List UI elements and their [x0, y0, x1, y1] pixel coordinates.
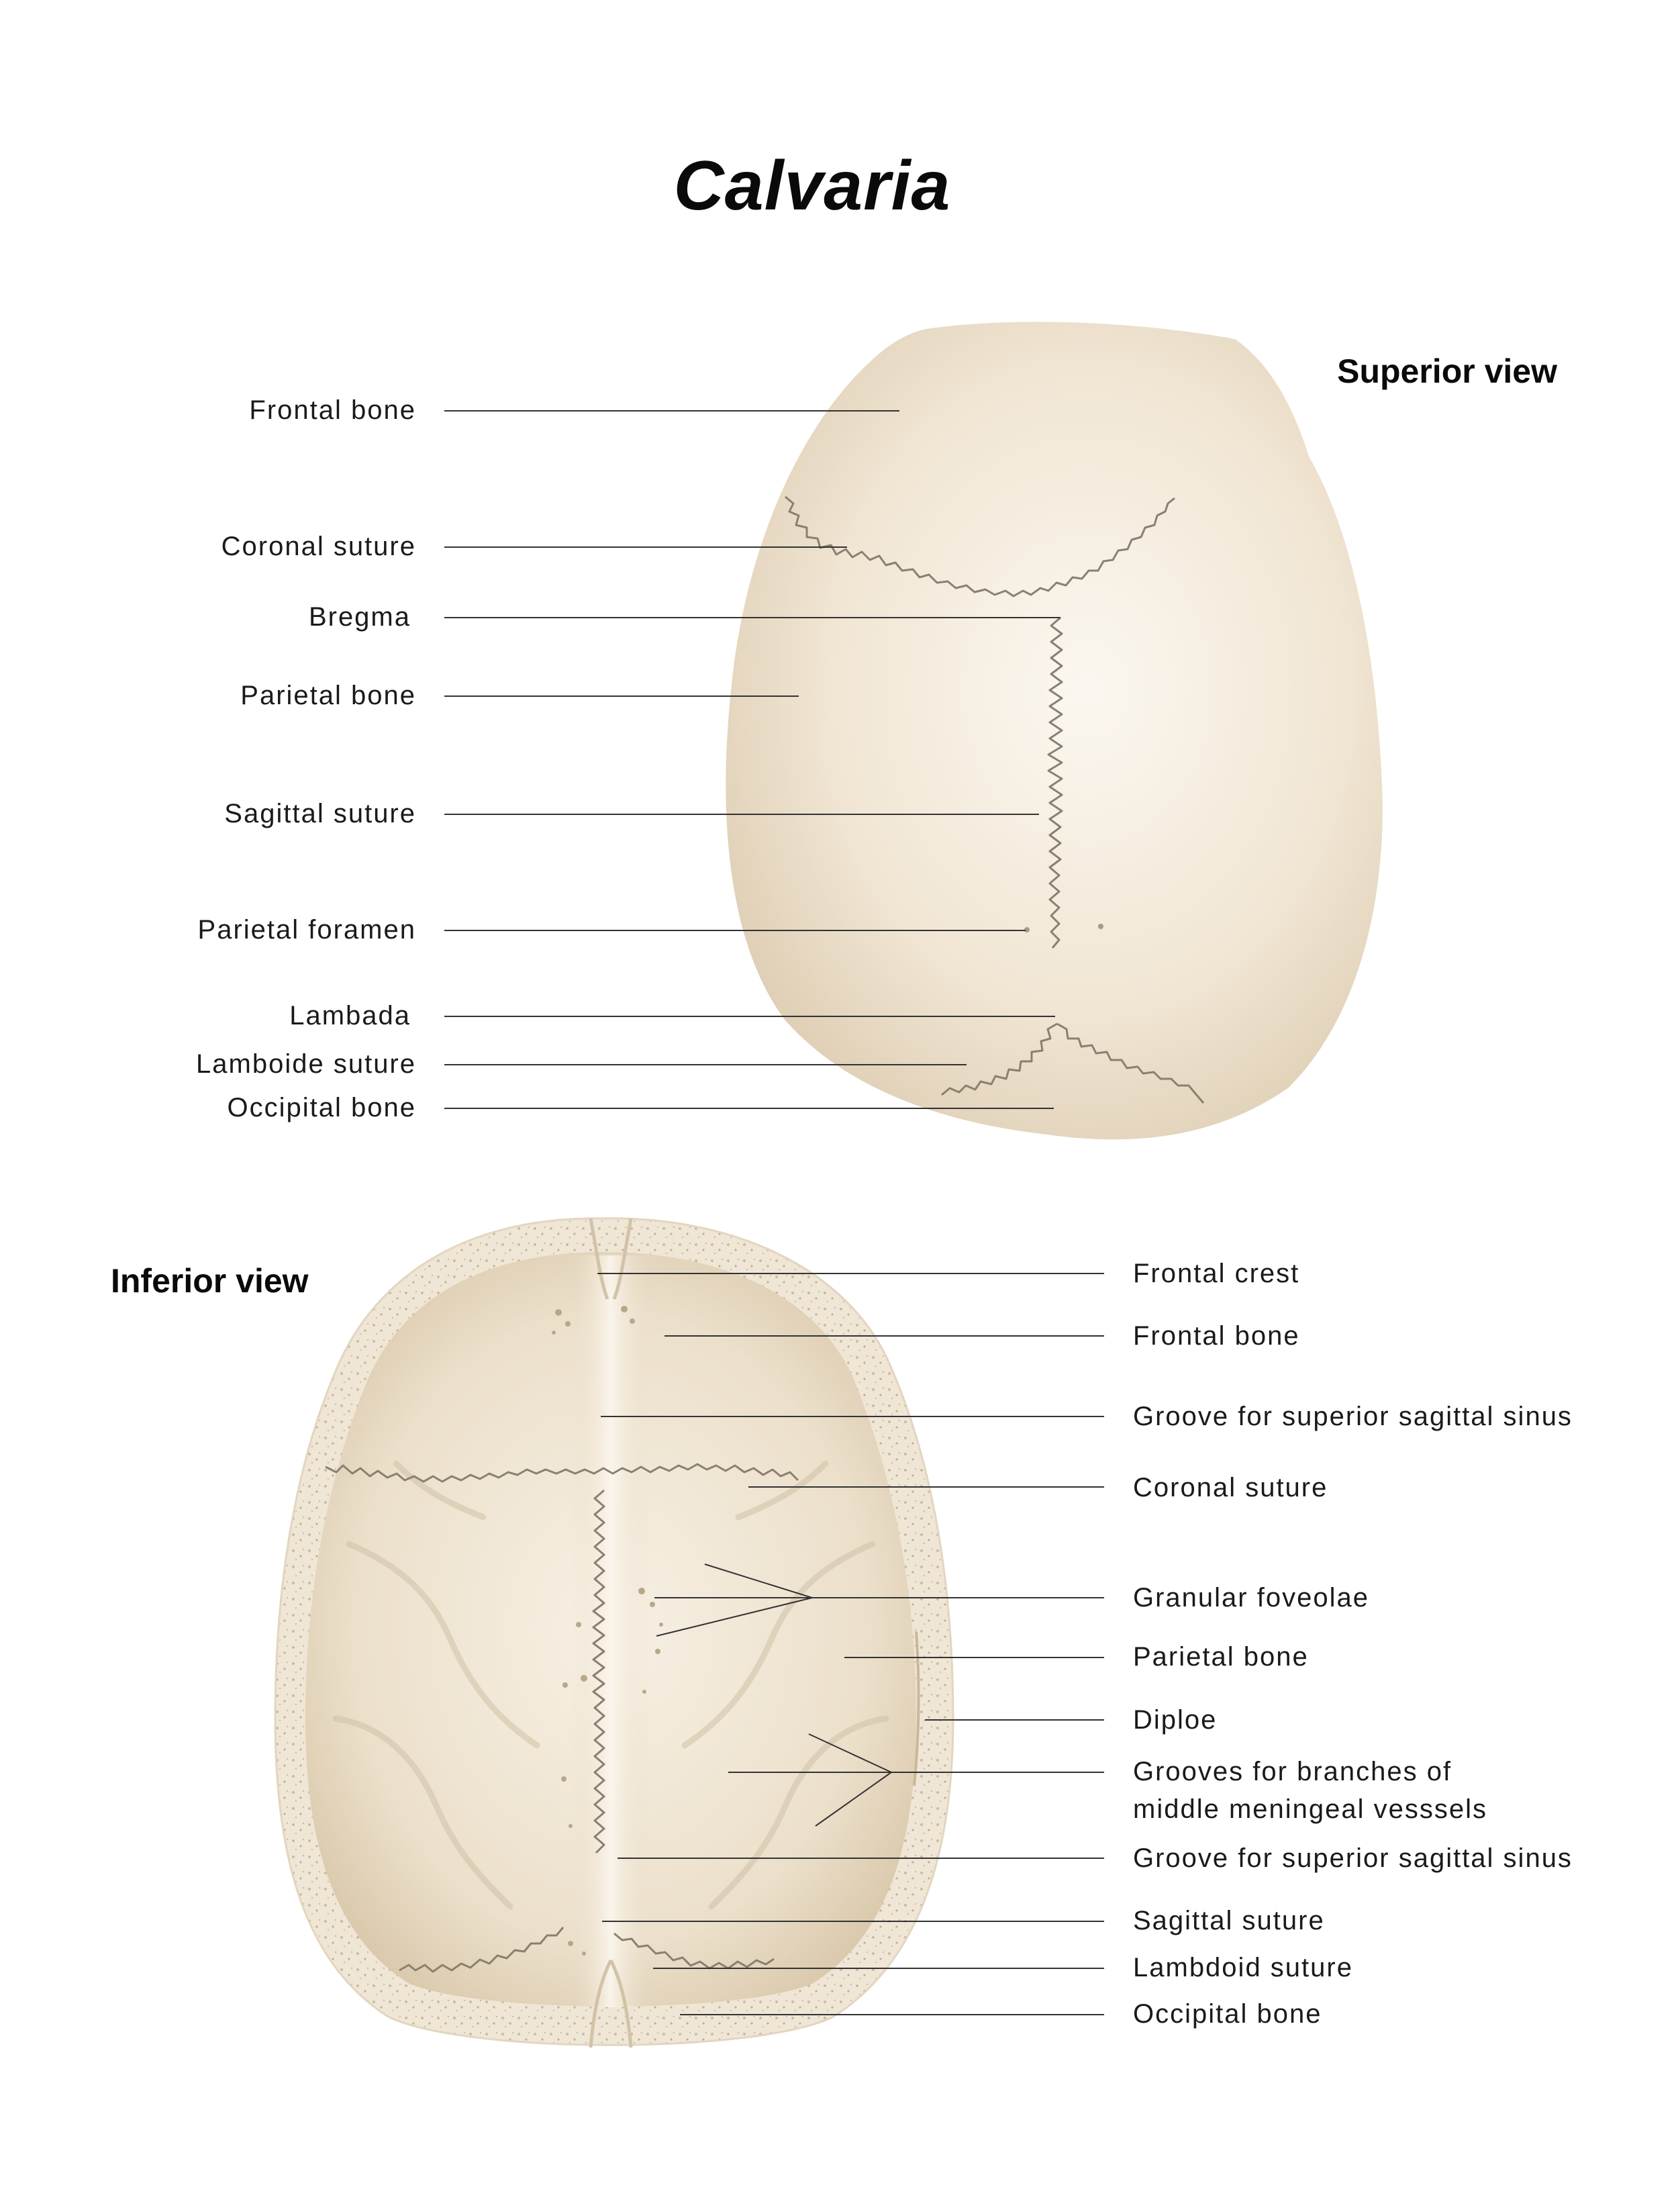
label-lambda: Lambada	[289, 1001, 411, 1030]
label-occipital-bone-inferior: Occipital bone	[1133, 1999, 1322, 2029]
label-lambdoid-suture-inferior: Lambdoid suture	[1133, 1953, 1353, 1982]
meningeal-grooves	[332, 1460, 889, 1910]
label-granular-foveolae: Granular foveolae	[1133, 1583, 1369, 1613]
inferior-view: Inferior view	[111, 1217, 1573, 2048]
label-occipital-bone: Occipital bone	[228, 1093, 416, 1122]
granular-foveolae-dots	[552, 1306, 663, 1956]
label-parietal-bone: Parietal bone	[240, 681, 416, 710]
label-frontal-bone-inferior: Frontal bone	[1133, 1321, 1300, 1351]
label-lambdoid-suture: Lamboide suture	[196, 1049, 416, 1079]
label-parietal-bone-inferior: Parietal bone	[1133, 1642, 1309, 1672]
diploe-edge	[913, 1631, 920, 1786]
leader-line	[656, 1597, 813, 1637]
label-frontal-bone: Frontal bone	[249, 395, 416, 425]
label-frontal-crest: Frontal crest	[1133, 1259, 1299, 1288]
leader-line	[704, 1564, 813, 1598]
superior-view: Superior view Frontal bone Coronal sutur…	[196, 322, 1557, 1140]
superior-view-heading: Superior view	[1337, 352, 1557, 390]
superior-leader-lines	[444, 410, 1060, 1109]
inferior-leader-lines	[597, 1273, 1104, 2015]
label-parietal-foramen: Parietal foramen	[198, 915, 416, 945]
label-diploe: Diploe	[1133, 1705, 1217, 1735]
label-coronal-suture-inferior: Coronal suture	[1133, 1473, 1328, 1502]
leader-line	[815, 1772, 892, 1827]
superior-calvaria-illustration	[726, 322, 1383, 1140]
label-groove-superior-sagittal-sinus: Groove for superior sagittal sinus	[1133, 1402, 1573, 1431]
coronal-suture-line-inferior	[325, 1463, 799, 1483]
occipital-crest	[589, 1959, 633, 2048]
lambdoid-suture-line	[941, 1022, 1205, 1104]
coronal-suture-line	[785, 495, 1175, 597]
label-coronal-suture: Coronal suture	[221, 532, 416, 561]
sagittal-suture-line-inferior	[592, 1489, 605, 1854]
inferior-view-heading: Inferior view	[111, 1262, 309, 1300]
leader-line	[808, 1733, 892, 1773]
lambdoid-suture-line-inferior	[399, 1927, 775, 1973]
label-bregma: Bregma	[309, 602, 411, 632]
frontal-crest	[589, 1218, 633, 1300]
page-title: Calvaria	[674, 147, 951, 225]
label-groove-superior-sagittal-sinus-2: Groove for superior sagittal sinus	[1133, 1843, 1573, 1873]
label-sagittal-suture-inferior: Sagittal suture	[1133, 1906, 1325, 1935]
sagittal-suture-line	[1047, 616, 1063, 949]
label-sagittal-suture: Sagittal suture	[224, 799, 416, 828]
parietal-foramen-dot	[1098, 924, 1103, 929]
sagittal-sinus-groove	[571, 1255, 651, 2007]
label-grooves-meningeal-line1: Grooves for branches of	[1133, 1757, 1452, 1786]
label-grooves-meningeal-line2: middle meningeal vesssels	[1133, 1794, 1487, 1824]
